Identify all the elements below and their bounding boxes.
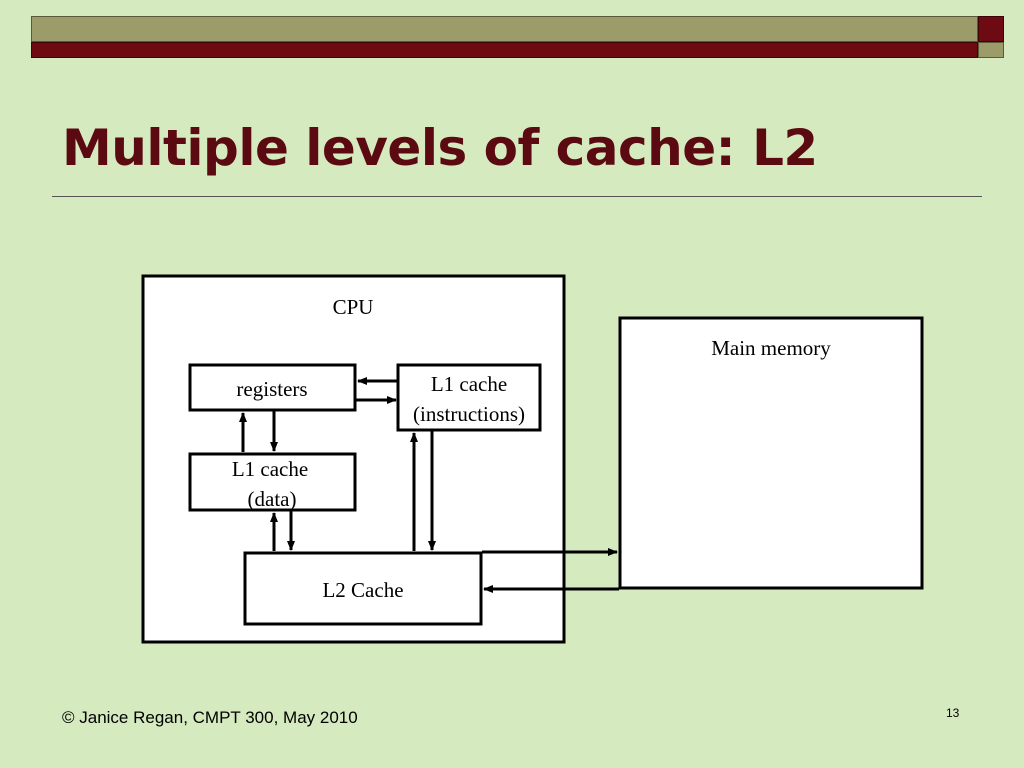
- registers-label: registers: [236, 377, 307, 401]
- top-maroon-bar: [31, 42, 978, 58]
- corner-maroon-square: [978, 16, 1004, 42]
- l1-instructions-line2: (instructions): [413, 402, 525, 426]
- title-divider: [52, 196, 982, 197]
- corner-olive-square: [978, 42, 1004, 58]
- page-number: 13: [946, 706, 960, 720]
- footer-copyright: © Janice Regan, CMPT 300, May 2010: [62, 708, 358, 727]
- l2-cache-label: L2 Cache: [322, 578, 403, 602]
- main-memory-label: Main memory: [711, 336, 831, 360]
- cpu-label: CPU: [333, 295, 374, 319]
- l1-instructions-box: L1 cache (instructions): [396, 363, 542, 432]
- slide-title: Multiple levels of cache: L2: [62, 119, 818, 177]
- l1-data-box: L1 cache (data): [188, 452, 357, 512]
- l1-data-line1: L1 cache: [232, 457, 308, 481]
- main-memory-box: Main memory: [618, 316, 924, 590]
- l2-cache-box: L2 Cache: [243, 551, 483, 626]
- l1-data-line2: (data): [248, 487, 297, 511]
- l1-instructions-line1: L1 cache: [431, 372, 507, 396]
- registers-box: registers: [188, 363, 357, 412]
- top-olive-bar: [31, 16, 978, 42]
